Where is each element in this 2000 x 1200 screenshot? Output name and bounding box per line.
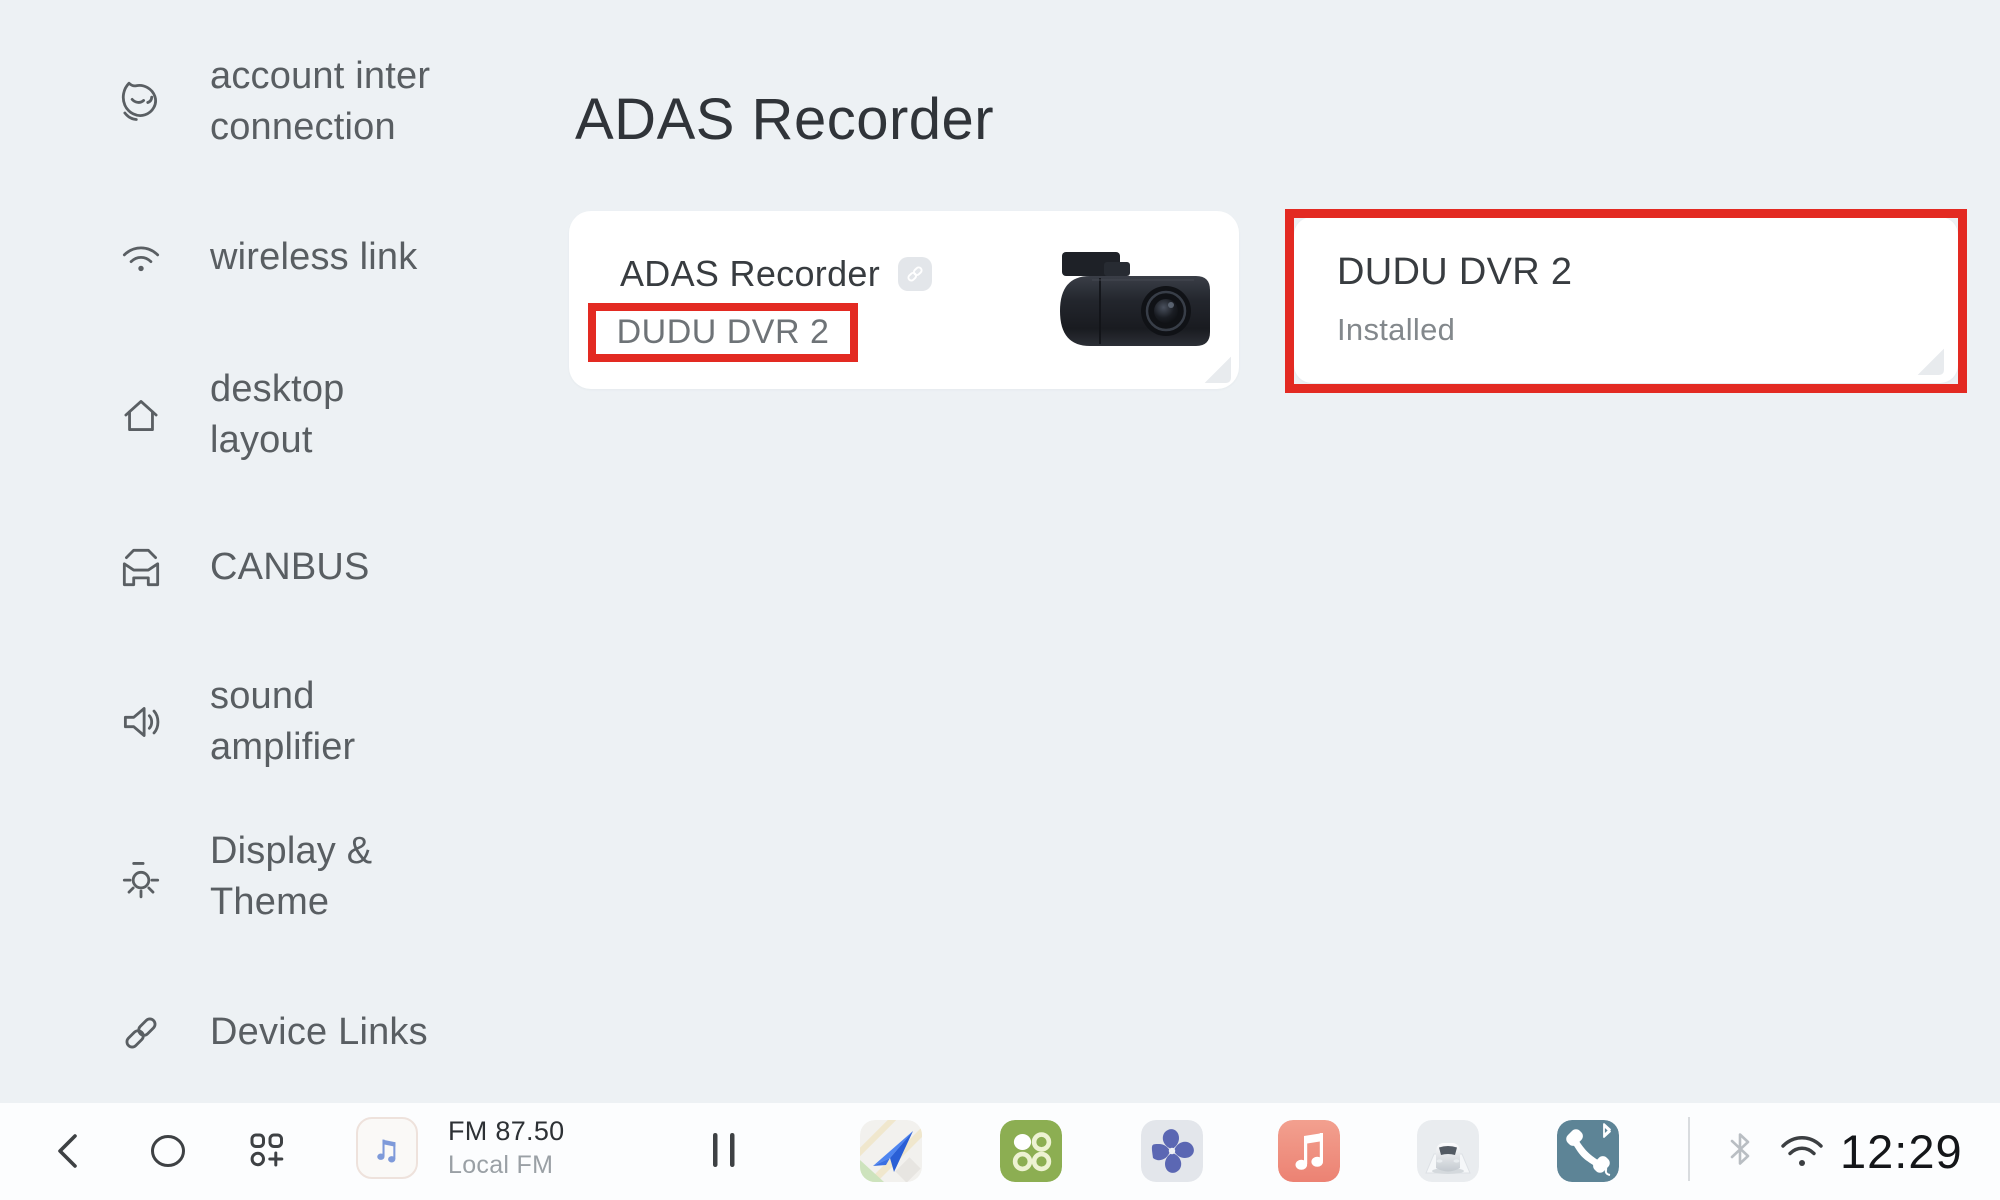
sidebar-label: CANBUS	[210, 546, 370, 588]
app-drawer-button[interactable]	[250, 1133, 284, 1167]
music-app-icon[interactable]	[1278, 1120, 1340, 1182]
annotation-box-device-name: DUDU DVR 2	[588, 303, 858, 362]
pause-button[interactable]	[711, 1131, 739, 1169]
status-card-title: DUDU DVR 2	[1337, 251, 1573, 293]
link-icon	[125, 1017, 157, 1048]
clock: 12:29	[1840, 1125, 1963, 1178]
linked-badge-icon	[898, 257, 932, 291]
sidebar-label: Device Links	[210, 1011, 428, 1053]
dudu-dvr-status-card[interactable]: DUDU DVR 2 Installed	[1294, 217, 1958, 383]
sidebar-label: account inter connection	[210, 55, 431, 148]
sidebar-item-account-interconnection[interactable]: account inter connection	[116, 51, 430, 153]
dashcam-image	[1060, 252, 1210, 346]
sidebar-label: sound amplifier	[210, 675, 356, 768]
car-front-icon	[122, 548, 160, 586]
navigation-app-icon[interactable]	[860, 1120, 922, 1182]
radio-station: FM 87.50	[448, 1116, 565, 1146]
account-icon	[121, 81, 157, 121]
sidebar-label: desktop layout	[210, 368, 345, 461]
climate-fan-app-icon[interactable]	[1141, 1120, 1203, 1182]
sidebar-label: Display & Theme	[210, 830, 373, 923]
sidebar-item-wireless-link[interactable]: wireless link	[116, 232, 417, 283]
back-button[interactable]	[55, 1132, 81, 1170]
radio-name: Local FM	[448, 1151, 554, 1179]
speaker-icon	[123, 707, 160, 737]
taskbar-divider	[1688, 1117, 1690, 1181]
sidebar-label: wireless link	[210, 236, 418, 278]
sidebar-item-desktop-layout[interactable]: desktop layout	[116, 364, 345, 466]
status-card-status: Installed	[1337, 312, 1456, 347]
radio-info[interactable]: FM 87.50 Local FM	[448, 1116, 564, 1180]
sidebar-item-display-theme[interactable]: Display & Theme	[116, 826, 372, 928]
taskbar: FM 87.50 Local FM	[0, 1103, 2000, 1200]
sidebar-item-device-links[interactable]: Device Links	[116, 1007, 428, 1058]
corner-fold	[1917, 348, 1944, 375]
sidebar-item-canbus[interactable]: CANBUS	[116, 542, 370, 593]
home-button[interactable]	[150, 1134, 186, 1168]
adas-recorder-card-title: ADAS Recorder	[620, 253, 880, 294]
wifi-icon	[122, 245, 160, 271]
corner-fold	[1204, 356, 1231, 383]
wifi-status-icon	[1781, 1136, 1823, 1166]
radio-widget-icon[interactable]	[356, 1117, 418, 1179]
adas-recorder-card[interactable]: ADAS Recorder DUDU DVR 2	[569, 211, 1239, 389]
bluetooth-status-icon	[1730, 1133, 1750, 1165]
app-launcher-icon[interactable]	[1000, 1120, 1062, 1182]
music-note-icon	[377, 1139, 396, 1163]
brightness-icon	[122, 862, 160, 899]
bluetooth-phone-app-icon[interactable]	[1557, 1120, 1619, 1182]
page-title: ADAS Recorder	[575, 87, 995, 152]
sidebar-item-sound-amplifier[interactable]: sound amplifier	[116, 671, 355, 773]
home-icon	[124, 400, 158, 431]
vehicle-app-icon[interactable]	[1417, 1120, 1479, 1182]
linked-device-name: DUDU DVR 2	[616, 313, 830, 351]
